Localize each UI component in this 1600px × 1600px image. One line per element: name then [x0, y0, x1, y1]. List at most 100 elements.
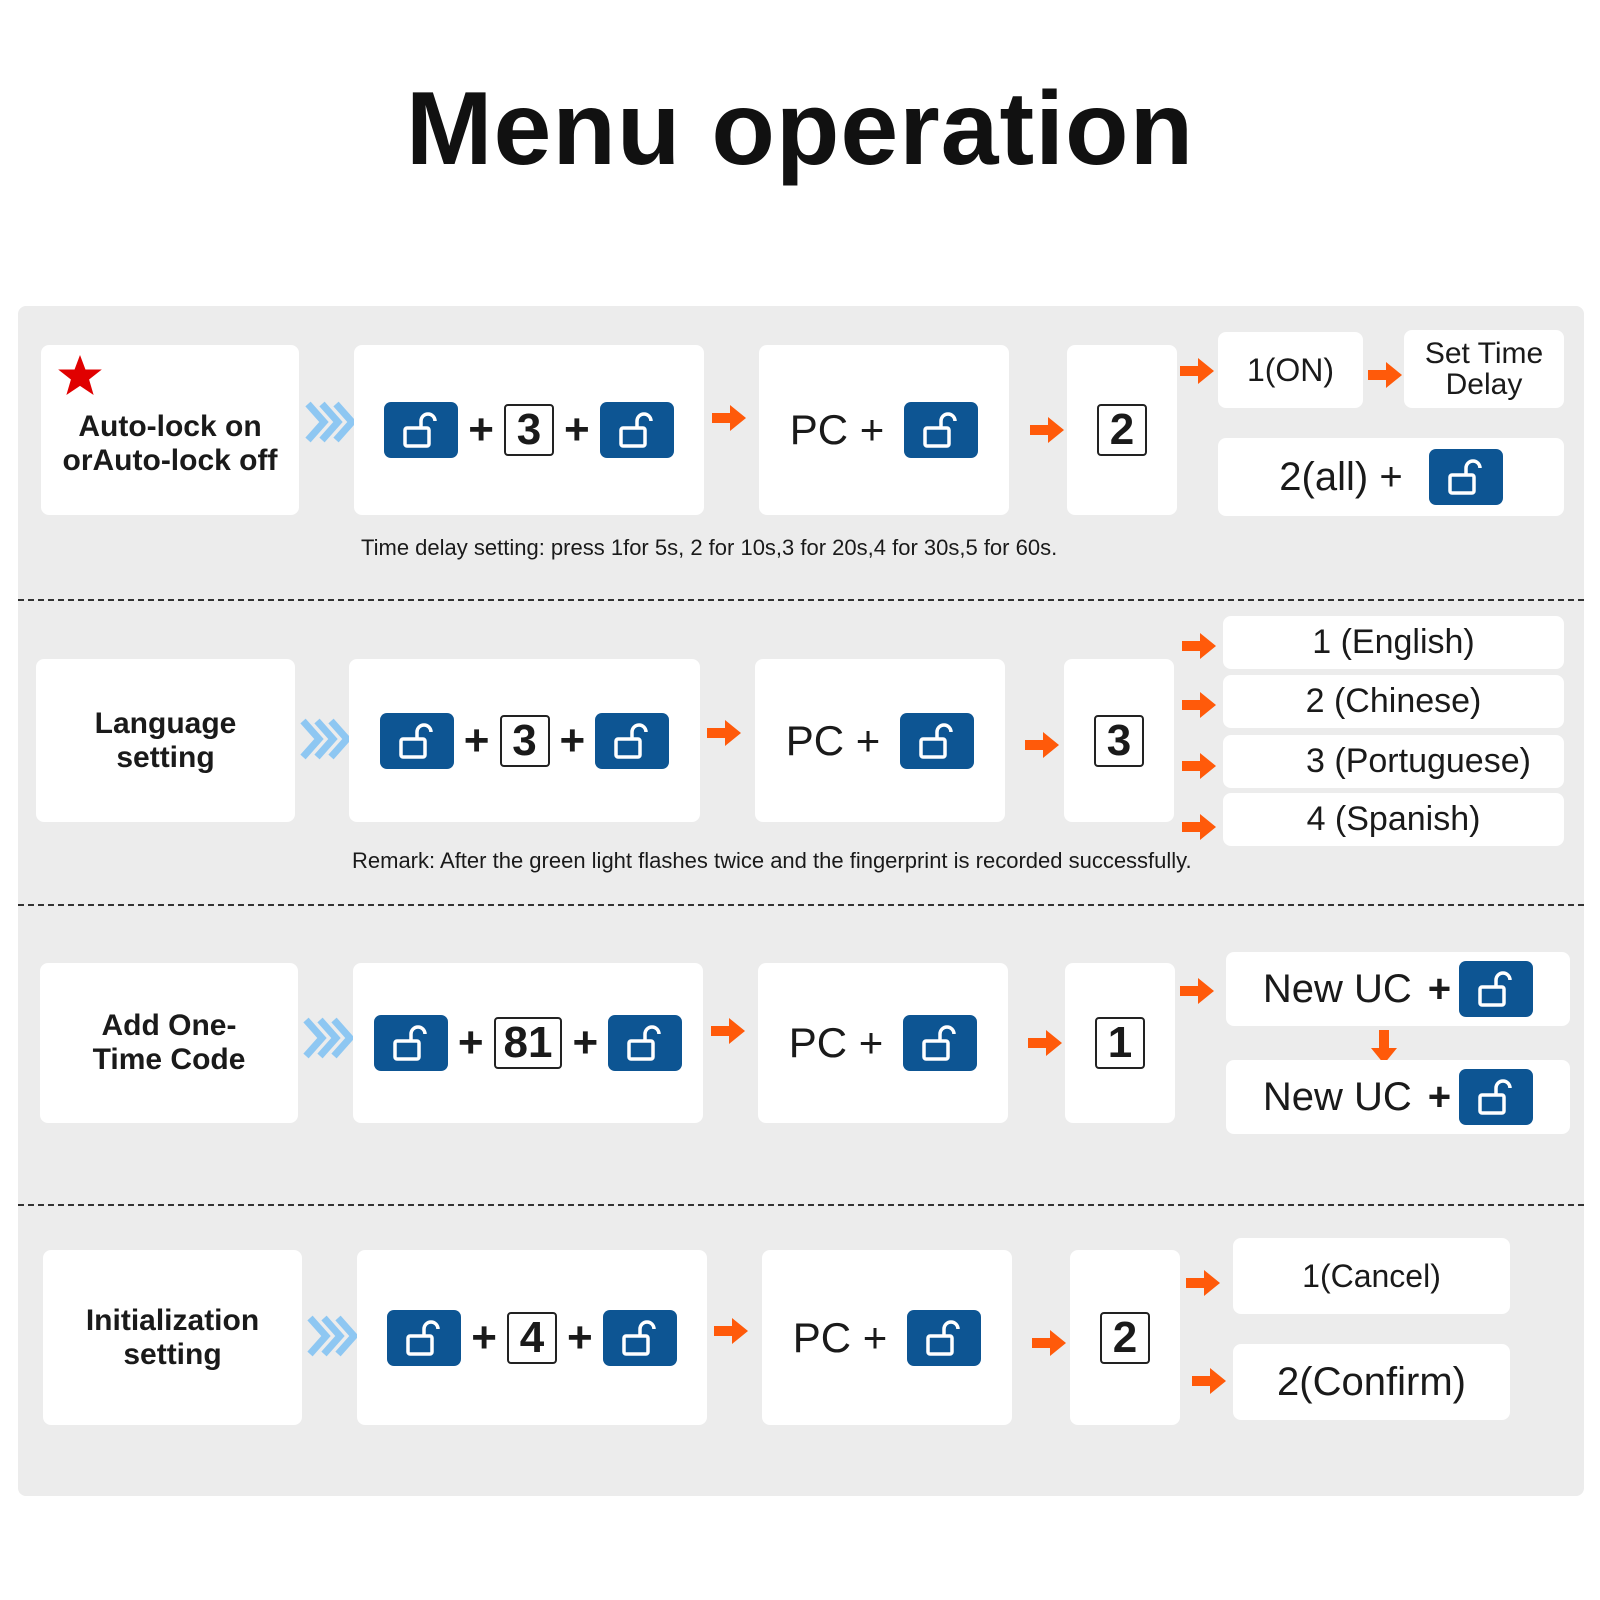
orange-arrow-icon [1180, 978, 1214, 1004]
confirm-option[interactable]: 2(Confirm) [1233, 1344, 1510, 1420]
orange-arrow-icon [712, 405, 746, 431]
orange-arrow-icon [1180, 358, 1214, 384]
lock-button[interactable] [387, 1309, 462, 1366]
key-digit: 81 [493, 1017, 563, 1069]
language-option[interactable]: 2 (Chinese) [1223, 675, 1564, 728]
lock-button[interactable] [608, 1015, 683, 1071]
lock-button[interactable] [907, 1309, 982, 1366]
language-option[interactable]: 3 (Portuguese) [1223, 735, 1564, 788]
lock-button[interactable] [900, 712, 975, 769]
row-label-line: setting [116, 740, 215, 774]
orange-arrow-icon [1186, 1270, 1220, 1296]
pc-label: PC + [788, 1019, 884, 1066]
lock-button[interactable] [903, 1015, 978, 1071]
cancel-option[interactable]: 1(Cancel) [1233, 1238, 1510, 1314]
page-title: Menu operation [405, 71, 1195, 187]
option-label: New UC [1262, 1074, 1412, 1119]
lock-icon [627, 1025, 661, 1061]
option-label: 2(Confirm) [1277, 1359, 1466, 1404]
lock-button[interactable] [595, 712, 670, 769]
lock-icon [621, 1319, 656, 1356]
orange-arrow-icon [1182, 753, 1216, 779]
orange-arrow-icon [1182, 814, 1216, 840]
orange-arrow-icon [1368, 362, 1402, 388]
option-label: 2(all) + [1279, 454, 1403, 499]
orange-arrow-icon [1032, 1330, 1066, 1356]
row-divider [18, 599, 1584, 601]
language-option[interactable]: 1 (English) [1223, 616, 1564, 669]
row-label-box-initialization: Initialization setting [43, 1250, 302, 1425]
lock-icon [1478, 1079, 1512, 1115]
row-label-box-language: Language setting [36, 659, 295, 822]
row-label-box-one-time-code: Add One- Time Code [40, 963, 298, 1123]
language-option[interactable]: 4 (Spanish) [1223, 793, 1564, 846]
lock-icon [922, 1025, 957, 1061]
key-digit: 4 [507, 1311, 557, 1364]
lock-button[interactable] [904, 402, 979, 458]
orange-arrow-icon [707, 720, 741, 746]
lock-button[interactable] [599, 402, 674, 458]
step-box: 2 [1070, 1250, 1180, 1425]
sequence-box: + 4 + [357, 1250, 707, 1425]
lock-button[interactable] [1428, 449, 1503, 505]
option-label: 1(Cancel) [1302, 1257, 1441, 1294]
sequence-box: + 3 + [349, 659, 700, 822]
lock-button[interactable] [373, 1015, 448, 1071]
key-digit: 3 [504, 404, 554, 456]
plus-sign: + [471, 1312, 497, 1362]
pc-label: PC + [789, 406, 885, 453]
option-box-all[interactable]: 2(all) + [1218, 438, 1564, 516]
lock-icon [403, 412, 438, 448]
plus-sign: + [1427, 1074, 1452, 1119]
pc-label: PC + [792, 1313, 888, 1361]
option-label: 1 (English) [1312, 623, 1475, 661]
chevron-right-icon [307, 1315, 359, 1357]
lock-button[interactable] [384, 402, 459, 458]
key-digit: 3 [499, 714, 550, 767]
chevron-right-icon [300, 718, 352, 760]
plus-sign: + [468, 405, 494, 454]
plus-sign: + [559, 715, 586, 765]
row-label-line: Auto-lock on [78, 410, 262, 443]
lock-icon [618, 412, 653, 448]
orange-arrow-icon [1025, 732, 1059, 758]
chevron-right-icon [305, 401, 357, 443]
option-label-line: Delay [1445, 368, 1523, 401]
lock-icon [614, 722, 648, 759]
lock-icon [399, 722, 433, 759]
lock-button[interactable] [1459, 961, 1534, 1017]
plus-sign: + [1427, 966, 1452, 1011]
row-label-line: orAuto-lock off [62, 444, 278, 477]
plus-sign: + [567, 1312, 593, 1362]
lock-icon [1447, 459, 1482, 495]
pc-box: PC + [758, 963, 1008, 1123]
lock-button[interactable] [602, 1309, 677, 1366]
option-label: 4 (Spanish) [1306, 800, 1481, 838]
sequence-box: + 3 + [354, 345, 704, 515]
lock-icon [923, 412, 958, 448]
option-label: 1(ON) [1246, 351, 1335, 388]
step-box: 2 [1067, 345, 1177, 515]
option-box[interactable]: 1(ON) [1218, 332, 1363, 408]
lock-icon [393, 1025, 427, 1061]
orange-arrow-icon [1030, 417, 1064, 443]
lock-button[interactable] [1459, 1069, 1534, 1125]
row-label-line: Initialization [85, 1303, 260, 1337]
plus-sign: + [572, 1018, 599, 1067]
orange-arrow-icon [714, 1318, 748, 1344]
option-box-set-time-delay[interactable]: Set Time Delay [1404, 330, 1564, 408]
row-label-line: Language [94, 706, 237, 740]
orange-arrow-icon [1182, 692, 1216, 718]
option-label: 3 (Portuguese) [1306, 742, 1531, 780]
new-uc-box[interactable]: New UC + [1226, 1060, 1570, 1134]
lock-button[interactable] [379, 712, 454, 769]
lock-icon [1478, 971, 1512, 1007]
new-uc-box[interactable]: New UC + [1226, 952, 1570, 1026]
row-divider [18, 1204, 1584, 1206]
pc-box: PC + [759, 345, 1009, 515]
step-box: 1 [1065, 963, 1175, 1123]
orange-arrow-down-icon [1371, 1030, 1397, 1064]
plus-sign: + [463, 715, 490, 765]
star-icon [58, 355, 102, 395]
step-box: 3 [1064, 659, 1174, 822]
